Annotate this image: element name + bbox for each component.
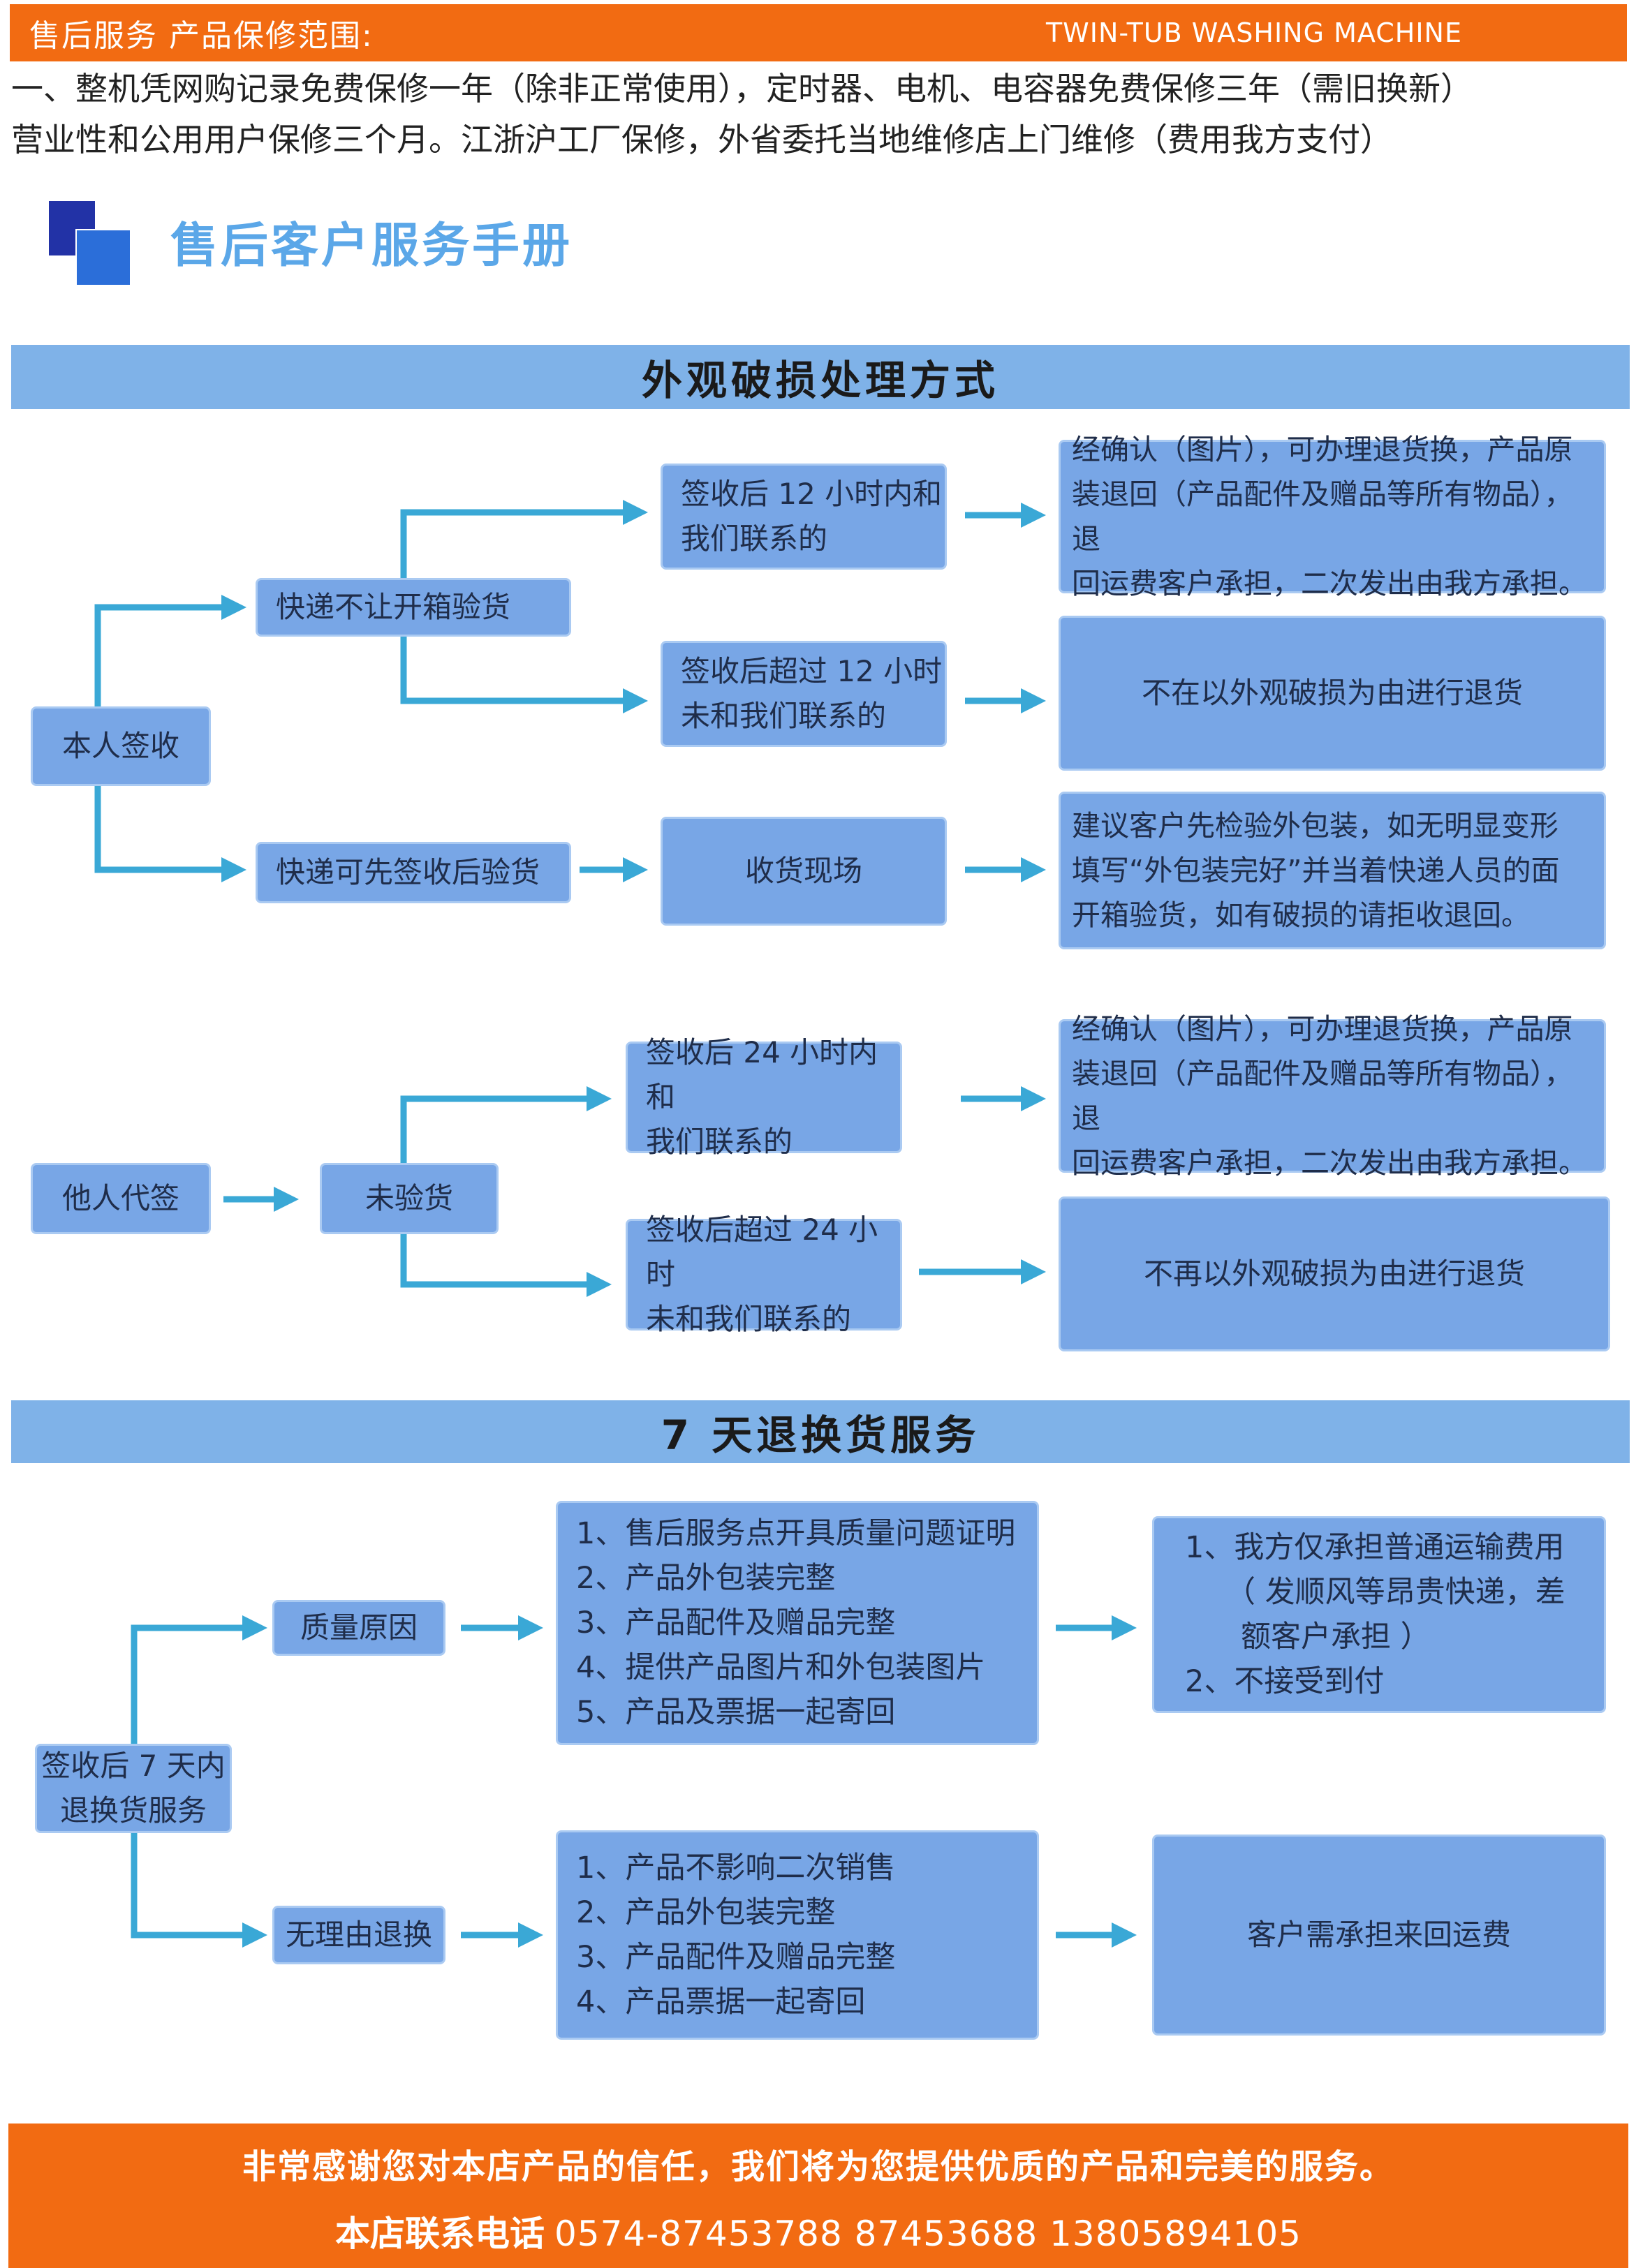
quality-result-line2: （ 发顺风等昂贵快递，差 — [1225, 1575, 1565, 1610]
node-no-open-label: 快递不让开箱验货 — [276, 590, 511, 624]
arrow-noopen-to-within12 — [400, 500, 648, 578]
node-no-reason-label: 无理由退换 — [285, 1918, 432, 1952]
node-result-e: 不再以外观破损为由进行退货 — [1059, 1196, 1610, 1351]
node-no-reason: 无理由退换 — [272, 1906, 445, 1964]
banner-product: TWIN-TUB WASHING MACHINE — [1045, 17, 1462, 48]
footer-thanks: 非常感谢您对本店产品的信任，我们将为您提供优质的产品和完美的服务。 — [242, 2147, 1394, 2186]
node-result-d: 经确认（图片），可办理退货换，产品原 装退回（产品配件及赠品等所有物品），退 回… — [1059, 1012, 1606, 1180]
node-quality-label: 质量原因 — [300, 1610, 418, 1645]
quality-result-line3: 额客户承担 ） — [1241, 1620, 1431, 1654]
node-after-12h-line1: 签收后超过 12 小时 — [681, 654, 943, 688]
arrow-7day-to-noreason — [131, 1833, 267, 1948]
node-within-12h-line1: 签收后 12 小时内和 — [681, 477, 943, 511]
node-result-e-label: 不再以外观破损为由进行退货 — [1143, 1257, 1525, 1291]
quality-req-2: 2、产品外包装完整 — [576, 1561, 836, 1596]
node-self-sign-label: 本人签收 — [61, 729, 179, 763]
node-result-c-line1: 建议客户先检验外包装，如无明显变形 — [1072, 809, 1558, 843]
node-result-d-line2: 装退回（产品配件及赠品等所有物品），退 — [1072, 1057, 1573, 1135]
quality-req-1: 1、售后服务点开具质量问题证明 — [576, 1516, 1016, 1551]
node-scene-label: 收货现场 — [744, 854, 862, 888]
quality-req-4: 4、提供产品图片和外包装图片 — [576, 1650, 986, 1685]
quality-req-5: 5、产品及票据一起寄回 — [576, 1695, 896, 1730]
node-after-12h-line2: 未和我们联系的 — [681, 699, 887, 733]
warranty-line-1: 一、整机凭网购记录免费保修一年（除非正常使用），定时器、电机、电容器免费保修三年… — [11, 70, 1473, 108]
node-within-12h-line2: 我们联系的 — [681, 521, 828, 556]
node-quality-reqs: 1、售后服务点开具质量问题证明 2、产品外包装完整 3、产品配件及赠品完整 4、… — [556, 1501, 1039, 1745]
arrow-self-to-canopen — [94, 786, 246, 882]
node-noreason-reqs: 1、产品不影响二次销售 2、产品外包装完整 3、产品配件及赠品完整 4、产品票据… — [556, 1830, 1039, 2040]
node-within-24h-line2: 我们联系的 — [646, 1125, 793, 1159]
node-result-c-line2: 填写“外包装完好”并当着快递人员的面 — [1072, 854, 1560, 887]
arrow-self-to-noopen — [94, 595, 246, 706]
node-result-c-line3: 开箱验货，如有破损的请拒收退回。 — [1072, 898, 1530, 932]
noreason-req-3: 3、产品配件及赠品完整 — [576, 1940, 896, 1975]
node-quality: 质量原因 — [272, 1600, 445, 1656]
node-after-12h: 签收后超过 12 小时 未和我们联系的 — [661, 641, 947, 747]
node-self-sign: 本人签收 — [31, 706, 211, 786]
node-7day-start: 签收后 7 天内 退换货服务 — [35, 1744, 232, 1833]
node-after-24h: 签收后超过 24 小时 未和我们联系的 — [626, 1213, 902, 1336]
noreason-req-1: 1、产品不影响二次销售 — [576, 1851, 896, 1885]
arrow-unchecked-to-after24 — [400, 1231, 612, 1297]
node-quality-result: 1、我方仅承担普通运输费用 （ 发顺风等昂贵快递，差 额客户承担 ） 2、不接受… — [1152, 1516, 1606, 1713]
section-damage-title: 外观破损处理方式 — [641, 357, 999, 404]
node-7day-start-line2: 退换货服务 — [59, 1793, 207, 1828]
arrow-unchecked-to-within24 — [400, 1086, 612, 1167]
arrow-7day-to-quality — [131, 1615, 267, 1744]
arrow-noopen-to-after12 — [400, 637, 648, 713]
node-within-12h: 签收后 12 小时内和 我们联系的 — [661, 464, 947, 570]
footer-banner: 非常感谢您对本店产品的信任，我们将为您提供优质的产品和完美的服务。 本店联系电话… — [8, 2124, 1628, 2268]
node-result-a-line3: 回运费客户承担，二次发出由我方承担。 — [1072, 567, 1587, 600]
quality-result-line1: 1、我方仅承担普通运输费用 — [1185, 1530, 1565, 1565]
quality-req-3: 3、产品配件及赠品完整 — [576, 1606, 896, 1640]
node-within-24h: 签收后 24 小时内和 我们联系的 — [626, 1035, 902, 1159]
node-result-a-line1: 经确认（图片），可办理退货换，产品原 — [1072, 433, 1573, 466]
node-noreason-result: 客户需承担来回运费 — [1152, 1835, 1606, 2036]
node-result-a-line2: 装退回（产品配件及赠品等所有物品），退 — [1072, 477, 1573, 556]
node-can-open-label: 快递可先签收后验货 — [276, 855, 540, 889]
node-scene: 收货现场 — [661, 817, 947, 926]
node-result-b: 不在以外观破损为由进行退货 — [1059, 616, 1606, 771]
node-not-checked-label: 未验货 — [364, 1181, 453, 1215]
noreason-req-4: 4、产品票据一起寄回 — [576, 1985, 866, 2019]
node-proxy-sign-label: 他人代签 — [61, 1181, 179, 1215]
section-7day-title: 7 天退换货服务 — [661, 1411, 980, 1459]
node-noreason-result-label: 客户需承担来回运费 — [1246, 1918, 1511, 1952]
node-after-24h-line1: 签收后超过 24 小时 — [646, 1213, 878, 1291]
node-result-d-line3: 回运费客户承担，二次发出由我方承担。 — [1072, 1146, 1587, 1180]
quality-result-line4: 2、不接受到付 — [1185, 1664, 1385, 1699]
warranty-line-2: 营业性和公用用户保修三个月。江浙沪工厂保修，外省委托当地维修店上门维修（费用我方… — [11, 121, 1392, 158]
banner-title: 售后服务 产品保修范围: — [29, 18, 374, 54]
node-result-c: 建议客户先检验外包装，如无明显变形 填写“外包装完好”并当着快递人员的面 开箱验… — [1059, 792, 1606, 949]
node-result-d-line1: 经确认（图片），可办理退货换，产品原 — [1072, 1012, 1573, 1046]
manual-title: 售后客户服务手册 — [170, 218, 573, 274]
section-7day-header: 7 天退换货服务 — [11, 1400, 1630, 1463]
node-result-a: 经确认（图片），可办理退货换，产品原 装退回（产品配件及赠品等所有物品），退 回… — [1059, 433, 1606, 600]
node-7day-start-line1: 签收后 7 天内 — [41, 1749, 226, 1783]
section-damage-header: 外观破损处理方式 — [11, 345, 1630, 409]
node-within-24h-line1: 签收后 24 小时内和 — [646, 1035, 878, 1114]
node-no-open: 快递不让开箱验货 — [256, 578, 571, 637]
node-after-24h-line2: 未和我们联系的 — [646, 1302, 852, 1336]
footer-phone-numbers: 0574-87453788 87453688 13805894105 — [554, 2214, 1302, 2254]
top-banner: 售后服务 产品保修范围: TWIN-TUB WASHING MACHINE — [10, 4, 1627, 61]
node-result-b-label: 不在以外观破损为由进行退货 — [1141, 676, 1523, 710]
node-can-open: 快递可先签收后验货 — [256, 842, 571, 903]
logo-square-light — [77, 230, 130, 285]
node-proxy-sign: 他人代签 — [31, 1163, 211, 1234]
noreason-req-2: 2、产品外包装完整 — [576, 1895, 836, 1930]
node-not-checked: 未验货 — [320, 1163, 499, 1234]
footer-phone-label: 本店联系电话 — [335, 2214, 545, 2254]
